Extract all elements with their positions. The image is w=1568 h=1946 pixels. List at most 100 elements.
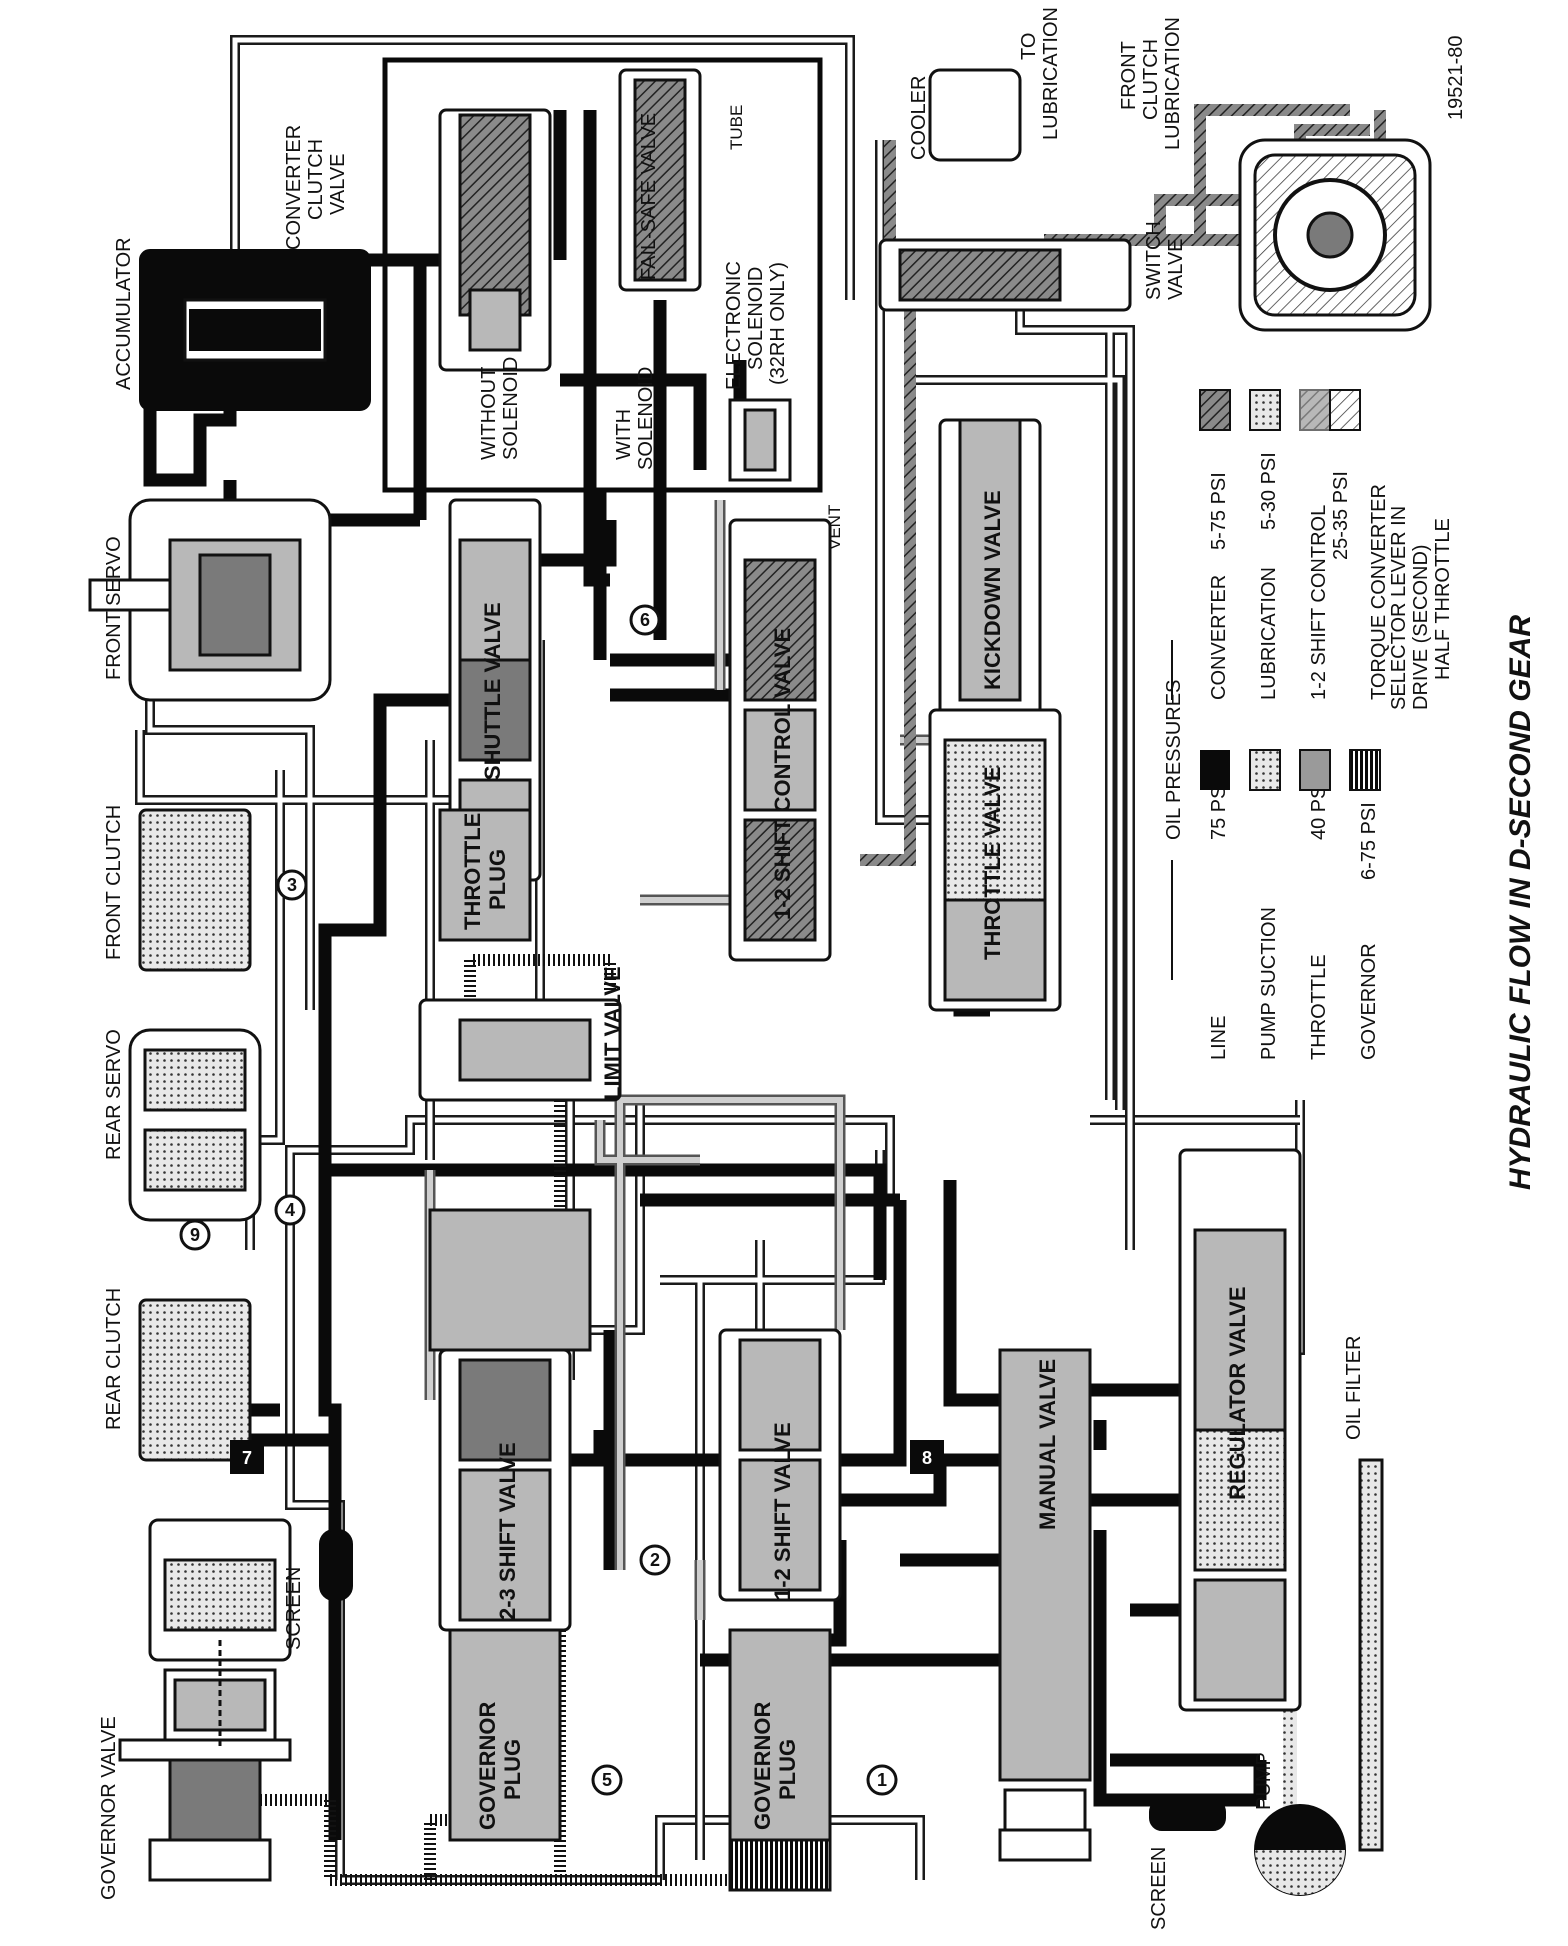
label-front-clutch-lube-2: CLUTCH: [1140, 39, 1162, 120]
legend-entry-lubrication: LUBRICATION 5-30 PSI: [1249, 389, 1281, 700]
legend-header: OIL PRESSURES: [1163, 680, 1185, 840]
label-governor-valve: GOVERNOR VALVE: [98, 1716, 120, 1900]
label-shuttle-valve: SHUTTLE VALVE: [480, 602, 505, 780]
circuit-marker: 4: [274, 1194, 306, 1226]
label-throttle-plug-1: THROTTLE: [460, 813, 485, 930]
legend-entry-shift-control: 1-2 SHIFT CONTROL 25-35 PSI: [1299, 389, 1352, 700]
accumulator: [139, 249, 371, 411]
label-electronic-solenoid-3: (32RH ONLY): [767, 262, 789, 385]
selector-note-line-2: DRIVE (SECOND): [1410, 544, 1432, 710]
circuit-marker: 6: [629, 604, 661, 636]
governor-plug-right: [728, 1628, 832, 1842]
svg-text:7: 7: [242, 1448, 252, 1468]
diagram-title: HYDRAULIC FLOW IN D-SECOND GEAR: [1504, 615, 1537, 1190]
label-governor-plug-left-2: PLUG: [500, 1739, 525, 1800]
legend-entry-pump-suction: PUMP SUCTION: [1249, 749, 1281, 1060]
screen-left-filter: [319, 1529, 353, 1601]
svg-text:5: 5: [602, 1770, 612, 1790]
shift-valve-23: [428, 1208, 592, 1632]
label-vent: VENT: [825, 505, 844, 550]
legend-selector-note: SELECTOR LEVER IN DRIVE (SECOND) HALF TH…: [1388, 506, 1454, 710]
legend-line-value: 75 PSI: [1208, 780, 1230, 840]
label-front-clutch-lube-3: LUBRICATION: [1162, 17, 1184, 150]
label-switch-valve-1: SWITCH: [1143, 221, 1165, 300]
label-fail-safe-valve: FAIL-SAFE VALVE: [638, 113, 660, 280]
label-shift-control-valve: 1-2 SHIFT CONTROL VALVE: [770, 628, 795, 920]
label-governor-plug-left-1: GOVERNOR: [475, 1702, 500, 1830]
label-electronic-solenoid-1: ELECTRONIC: [723, 261, 745, 390]
svg-text:1: 1: [877, 1770, 887, 1790]
selector-note-line-1: SELECTOR LEVER IN: [1388, 506, 1410, 710]
legend-swatch-pump-suction: [1249, 749, 1281, 791]
converter-clutch-valve: [438, 108, 552, 372]
svg-text:8: 8: [922, 1448, 932, 1468]
svg-text:6: 6: [640, 610, 650, 630]
circuit-marker: 7: [230, 1440, 264, 1474]
pump-assembly: [1149, 1799, 1346, 1896]
shift-valve-12: [718, 1328, 842, 1602]
label-rear-clutch: REAR CLUTCH: [103, 1288, 125, 1430]
torque-converter: [1238, 138, 1432, 332]
label-governor-plug-right-1: GOVERNOR: [750, 1702, 775, 1830]
legend-entry-torque-converter: TORQUE CONVERTER: [1329, 389, 1390, 700]
component-labels: GOVERNOR VALVE SCREEN REAR CLUTCH REAR S…: [98, 7, 1467, 1930]
legend-converter-value: 5-75 PSI: [1208, 472, 1230, 550]
label-with-solenoid-2: SOLENOID: [635, 367, 657, 470]
svg-text:2: 2: [650, 1550, 660, 1570]
regulator-valve: [1178, 1148, 1302, 1712]
label-front-servo: FRONT SERVO: [103, 536, 125, 680]
front-clutch-drum: [138, 808, 252, 972]
legend-entry-governor: GOVERNOR 6-75 PSI: [1349, 749, 1381, 1060]
circuit-marker: 3: [276, 869, 308, 901]
label-without-solenoid-1: WITHOUT: [478, 367, 500, 460]
legend-swatch-converter: [1199, 389, 1231, 431]
rear-clutch-drum: [138, 1298, 252, 1462]
label-manual-valve: MANUAL VALVE: [1035, 1359, 1060, 1530]
svg-text:4: 4: [285, 1200, 295, 1220]
label-regulator-valve: REGULATOR VALVE: [1225, 1287, 1250, 1501]
label-oil-filter: OIL FILTER: [1343, 1336, 1365, 1440]
oil-filter-pipe: [1358, 1458, 1384, 1852]
manual-valve: [998, 1348, 1092, 1862]
circuit-marker: 9: [179, 1219, 211, 1251]
legend-swatch-lubrication: [1249, 389, 1281, 431]
label-throttle-plug-2: PLUG: [485, 849, 510, 910]
switch-valve: [878, 238, 1132, 312]
svg-text:9: 9: [190, 1225, 200, 1245]
label-shift-valve-12: 1-2 SHIFT VALVE: [770, 1422, 795, 1600]
label-front-clutch: FRONT CLUTCH: [103, 805, 125, 960]
legend-entry-throttle: THROTTLE 40 PSI: [1299, 749, 1331, 1060]
front-servo: [88, 498, 332, 702]
label-front-clutch-lube-1: FRONT: [1118, 41, 1140, 110]
legend-governor-value: 6-75 PSI: [1358, 802, 1380, 880]
limit-valve: [418, 998, 622, 1102]
label-screen-left: SCREEN: [283, 1567, 305, 1650]
legend-pump-suction-name: PUMP SUCTION: [1258, 907, 1280, 1060]
label-to-lubrication-1: TO: [1018, 33, 1040, 60]
label-without-solenoid-2: SOLENOID: [500, 357, 522, 460]
label-switch-valve-2: VALVE: [1165, 238, 1187, 300]
rear-servo: [128, 1028, 262, 1222]
legend-swatch-shift-control: [1299, 389, 1331, 431]
governor-plug-left: [448, 1628, 562, 1842]
legend-swatch-throttle: [1299, 749, 1331, 791]
legend-lubrication-name: LUBRICATION: [1258, 567, 1280, 700]
label-electronic-solenoid-2: SOLENOID: [745, 267, 767, 370]
label-limit-valve: LIMIT VALVE: [600, 966, 625, 1100]
label-cooler: COOLER: [908, 76, 930, 160]
legend-throttle-value: 40 PSI: [1308, 780, 1330, 840]
label-shift-valve-23: 2-3 SHIFT VALVE: [495, 1442, 520, 1620]
label-converter-clutch-valve-1: CONVERTER: [283, 125, 305, 250]
label-tube: TUBE: [727, 105, 746, 150]
circuit-marker: 8: [910, 1440, 944, 1474]
throttle-plug: [438, 808, 532, 942]
legend-governor-name: GOVERNOR: [1358, 943, 1380, 1060]
governor-plug-right-base: [728, 1838, 832, 1892]
label-converter-clutch-valve-3: VALVE: [327, 153, 349, 215]
circuit-marker: 1: [866, 1764, 898, 1796]
cooler-box: [928, 68, 1022, 162]
electronic-solenoid: [728, 398, 792, 482]
legend: OIL PRESSURES LINE 75 PSI PUMP SUCTION T…: [1163, 389, 1454, 1060]
label-kickdown-valve: KICKDOWN VALVE: [980, 490, 1005, 690]
